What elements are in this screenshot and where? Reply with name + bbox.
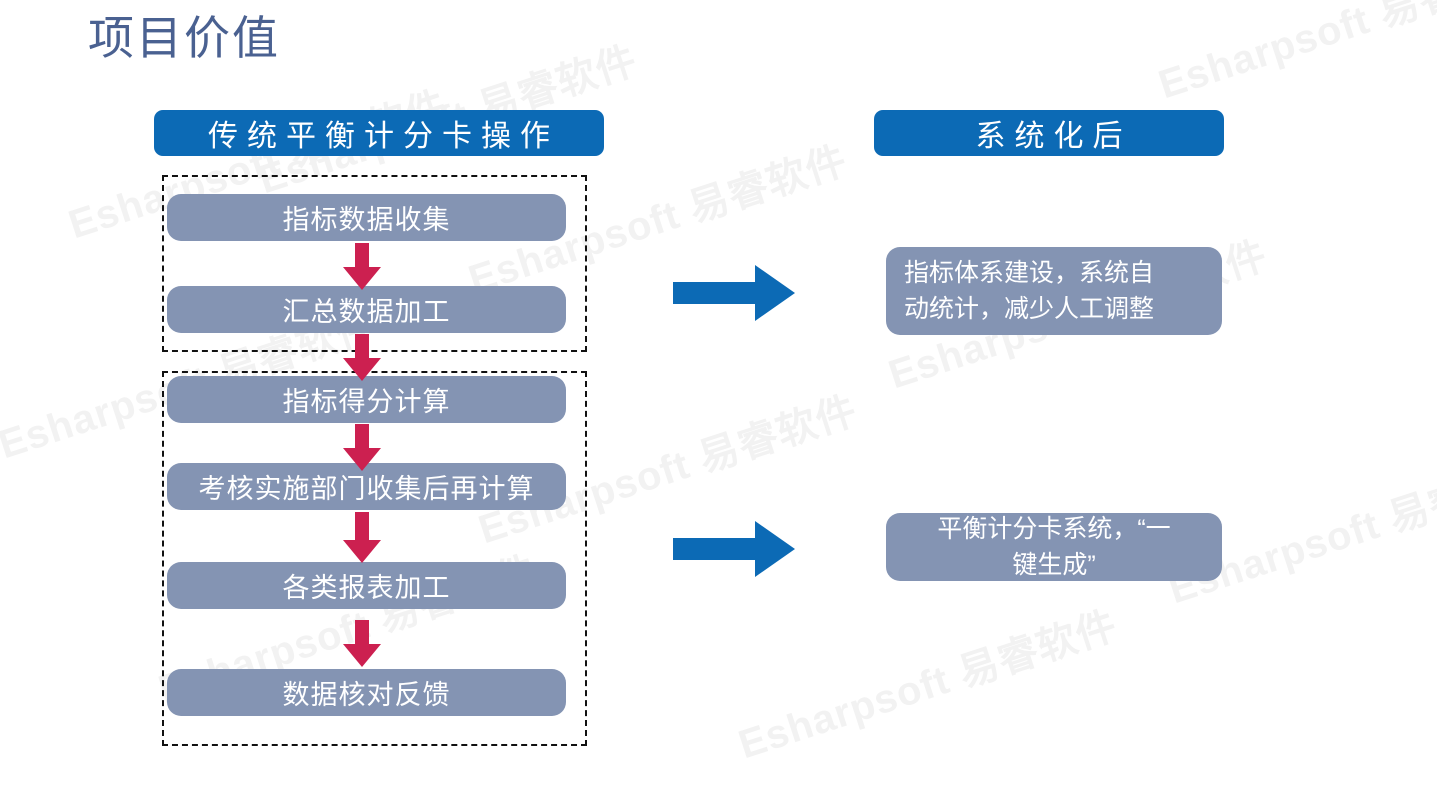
arrow-down-icon	[340, 620, 384, 668]
result-box-bsc-one-click: 平衡计分卡系统，“一 键生成”	[886, 513, 1222, 581]
page-title: 项目价值	[88, 12, 280, 64]
arrow-down-icon	[340, 424, 384, 472]
arrow-right-icon	[673, 262, 796, 324]
process-box-aggregate-data-processing: 汇总数据加工	[167, 286, 566, 333]
arrow-right-icon	[673, 518, 796, 580]
dashed-group-scoring	[162, 371, 587, 746]
process-box-department-recalculation: 考核实施部门收集后再计算	[167, 463, 566, 510]
column-header-traditional: 传统平衡计分卡操作	[154, 110, 604, 156]
watermark-text: Esharpsoft 易睿软件	[1153, 0, 1437, 108]
result-box-indicator-system: 指标体系建设，系统自 动统计，减少人工调整	[886, 247, 1222, 335]
column-header-systemized: 系统化后	[874, 110, 1224, 156]
arrow-down-icon	[340, 243, 384, 291]
process-box-indicator-data-collection: 指标数据收集	[167, 194, 566, 241]
process-box-data-verification-feedback: 数据核对反馈	[167, 669, 566, 716]
process-box-indicator-score-calculation: 指标得分计算	[167, 376, 566, 423]
dashed-group-data-collection	[162, 175, 587, 352]
process-box-report-processing: 各类报表加工	[167, 562, 566, 609]
arrow-down-icon	[340, 512, 384, 564]
watermark-text: Esharpsoft 易睿软件	[733, 603, 1123, 768]
arrow-down-icon	[340, 334, 384, 382]
